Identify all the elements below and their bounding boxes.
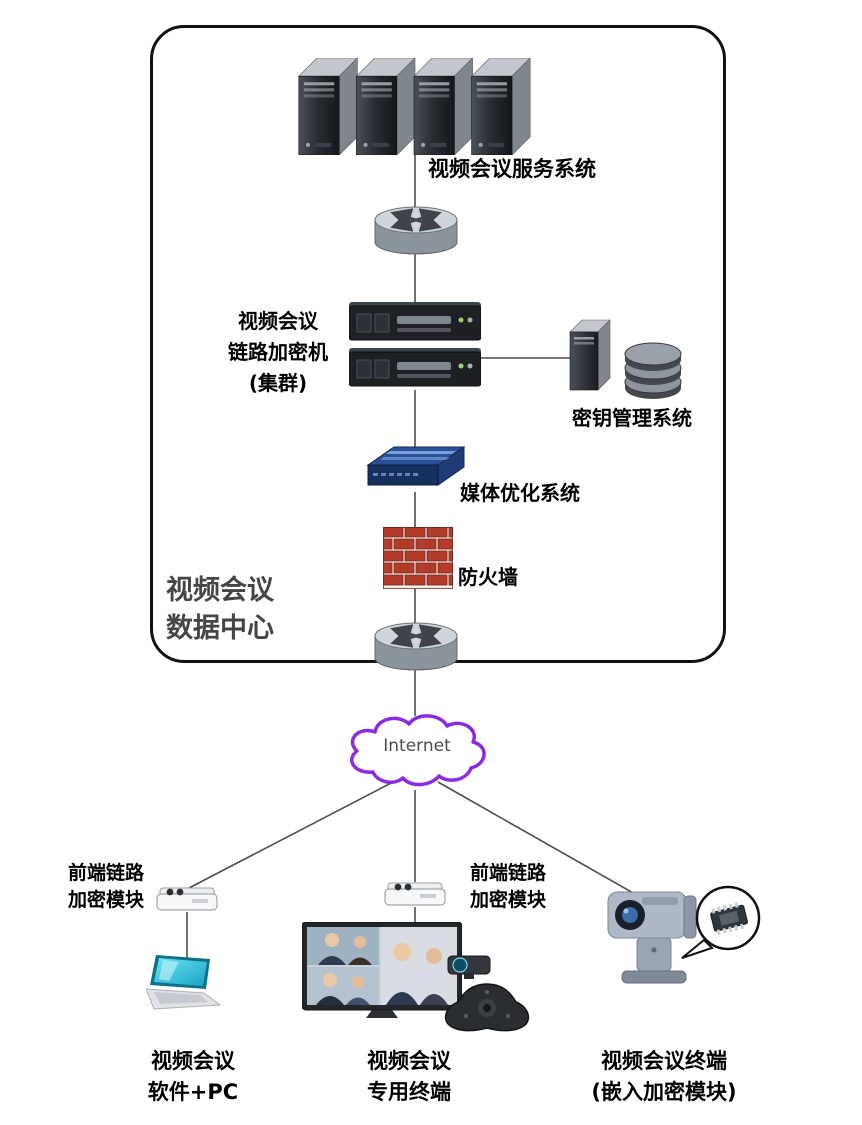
frontend-module-right-label: 前端链路 加密模块 bbox=[469, 862, 546, 911]
key-management-server-icon bbox=[569, 319, 682, 399]
pc-endpoint-label: 视频会议 软件+PC bbox=[147, 1049, 239, 1104]
ptz-camera-icon bbox=[607, 891, 697, 984]
encryption-cluster-label: 视频会议 链路加密机 (集群) bbox=[228, 309, 328, 395]
internet-cloud-icon bbox=[350, 714, 486, 787]
firewall-icon bbox=[383, 527, 453, 589]
link-encryption-module-left-icon bbox=[156, 887, 218, 911]
embedded-terminal-label: 视频会议终端 (嵌入加密模块) bbox=[591, 1049, 737, 1104]
server-system-label: 视频会议服务系统 bbox=[428, 157, 596, 181]
server-cluster-icon bbox=[298, 58, 531, 155]
media-optimization-label: 媒体优化系统 bbox=[460, 481, 580, 505]
frontend-module-left-label: 前端链路 加密模块 bbox=[67, 862, 144, 911]
firewall-label: 防火墙 bbox=[458, 565, 518, 589]
encryption-rack-icon bbox=[349, 302, 481, 387]
media-switch-icon bbox=[366, 446, 465, 486]
dedicated-terminal-label: 视频会议 专用终端 bbox=[367, 1049, 451, 1104]
chip-callout-icon bbox=[681, 885, 761, 959]
conference-camera-icon bbox=[447, 955, 491, 979]
speakerphone-icon bbox=[444, 983, 530, 1032]
link-encryption-module-middle-icon bbox=[384, 882, 446, 906]
key-management-label: 密钥管理系统 bbox=[572, 406, 692, 430]
internet-label: Internet bbox=[383, 736, 451, 756]
datacenter-label: 视频会议 数据中心 bbox=[166, 575, 274, 644]
router-bottom-icon bbox=[374, 622, 458, 671]
laptop-icon bbox=[146, 955, 222, 1010]
router-top-icon bbox=[374, 206, 458, 255]
video-terminal-screen-icon bbox=[302, 922, 462, 1018]
